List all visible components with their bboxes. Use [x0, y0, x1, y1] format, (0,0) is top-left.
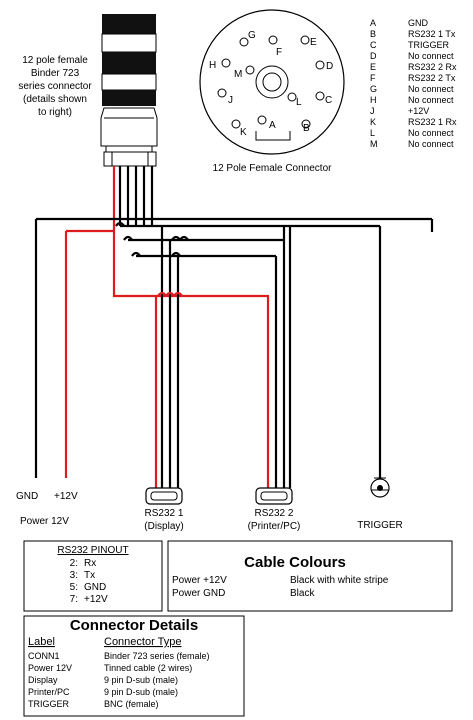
pin-label-g: G: [248, 30, 256, 41]
pin-label-d: D: [326, 61, 333, 72]
pin-table-pin: H: [370, 95, 377, 105]
pin-table-pin: B: [370, 29, 376, 39]
cable-colours-box: Cable Colours Power +12V Black with whit…: [167, 540, 453, 612]
face-pins: [217, 35, 325, 129]
face-caption: 12 Pole Female Connector: [213, 163, 333, 174]
rs232-pin-num: 7:: [70, 594, 78, 605]
connector-detail-type: 9 pin D-sub (male): [104, 675, 178, 685]
pin-table-func: RS232 2 Tx: [408, 73, 456, 83]
pin-table-func: GND: [408, 18, 429, 28]
pin-label-a: A: [269, 120, 276, 131]
bnc-trigger: [370, 477, 390, 498]
pin-table-pin: A: [370, 18, 376, 28]
pin-table-func: No connect: [408, 84, 454, 94]
pin-table-func: RS232 1 Rx: [408, 117, 457, 127]
pin-table-func: No connect: [408, 51, 454, 61]
connector-detail-label: Power 12V: [28, 663, 72, 673]
rs232-pinout-box: RS232 PINOUT 2: Rx 3: Tx 5: GND 7: +12V: [23, 540, 163, 612]
dsub-rs232-2: [255, 487, 293, 505]
cable-colour-value: Black: [290, 588, 315, 599]
rs232-pin-name: +12V: [84, 594, 108, 605]
label-trigger: TRIGGER: [357, 520, 403, 531]
pin-table-pin: C: [370, 40, 377, 50]
pin-table-func: +12V: [408, 106, 429, 116]
pin-table-func: TRIGGER: [408, 40, 450, 50]
pin-table-func: No connect: [408, 128, 454, 138]
connector-detail-label: Printer/PC: [28, 687, 70, 697]
pin-label-e: E: [310, 37, 317, 48]
pin-table-pin: J: [370, 106, 375, 116]
connector-detail-label: Display: [28, 675, 58, 685]
connector-face: [199, 9, 345, 155]
rs232-pinout-title: RS232 PINOUT: [57, 545, 128, 556]
label-power-12v: Power 12V: [20, 516, 69, 527]
pin-label-l: L: [296, 97, 302, 108]
rs232-pin-name: Tx: [84, 570, 95, 581]
label-plus12: +12V: [54, 491, 78, 502]
pin-table-pin: E: [370, 62, 376, 72]
connector-detail-label: CONN1: [28, 651, 60, 661]
label-rs232-2-sub: (Printer/PC): [248, 521, 301, 532]
cable-colour-label: Power +12V: [172, 575, 227, 586]
connector-detail-label: TRIGGER: [28, 699, 70, 709]
pin-label-c: C: [325, 95, 332, 106]
pin-table-pin: L: [370, 128, 375, 138]
connector-detail-type: BNC (female): [104, 699, 159, 709]
label-rs232-2: RS232 2: [255, 508, 294, 519]
rs232-pin-name: GND: [84, 582, 106, 593]
pin-table-pin: F: [370, 73, 376, 83]
pin-table-pin: D: [370, 51, 377, 61]
connector-label-5: to right): [38, 107, 72, 118]
connector-details-col-label: Label: [28, 636, 55, 648]
connector-label-4: (details shown: [23, 94, 87, 105]
rs232-pin-name: Rx: [84, 558, 96, 569]
connector-details-box: Connector Details Label Connector Type C…: [23, 615, 245, 717]
label-gnd: GND: [16, 491, 38, 502]
pin-table-func: No connect: [408, 139, 454, 149]
connector-label-1: 12 pole female: [22, 55, 88, 66]
pin-table-func: No connect: [408, 95, 454, 105]
rs232-pin-num: 2:: [70, 558, 78, 569]
rs232-pin-num: 3:: [70, 570, 78, 581]
connector-body: [100, 14, 158, 167]
pin-label-j: J: [228, 95, 233, 106]
pin-table-pin: G: [370, 84, 377, 94]
connector-details-title: Connector Details: [70, 617, 198, 634]
pin-label-b: B: [303, 123, 310, 134]
dsub-rs232-1: [145, 487, 183, 505]
pin-label-f: F: [276, 47, 282, 58]
pin-table-func: RS232 1 Tx: [408, 29, 456, 39]
rs232-pin-num: 5:: [70, 582, 78, 593]
pin-table-pin: K: [370, 117, 376, 127]
pin-label-m: M: [234, 69, 242, 80]
connector-label-2: Binder 723: [31, 68, 80, 79]
pin-label-h: H: [209, 60, 216, 71]
pin-label-k: K: [240, 127, 247, 138]
cable-colour-label: Power GND: [172, 588, 225, 599]
pin-table: A GND B RS232 1 Tx C TRIGGER D No connec…: [370, 18, 457, 149]
connector-detail-type: Tinned cable (2 wires): [104, 663, 192, 673]
pin-table-func: RS232 2 Rx: [408, 62, 457, 72]
cable-colour-value: Black with white stripe: [290, 575, 389, 586]
label-rs232-1-sub: (Display): [144, 521, 183, 532]
connector-label-3: series connector: [18, 81, 92, 92]
connector-details-col-type: Connector Type: [104, 636, 181, 648]
label-rs232-1: RS232 1: [145, 508, 184, 519]
cable-colours-title: Cable Colours: [244, 554, 346, 571]
connector-detail-type: Binder 723 series (female): [104, 651, 210, 661]
connector-detail-type: 9 pin D-sub (male): [104, 687, 178, 697]
wires: [34, 166, 434, 488]
pin-table-pin: M: [370, 139, 378, 149]
